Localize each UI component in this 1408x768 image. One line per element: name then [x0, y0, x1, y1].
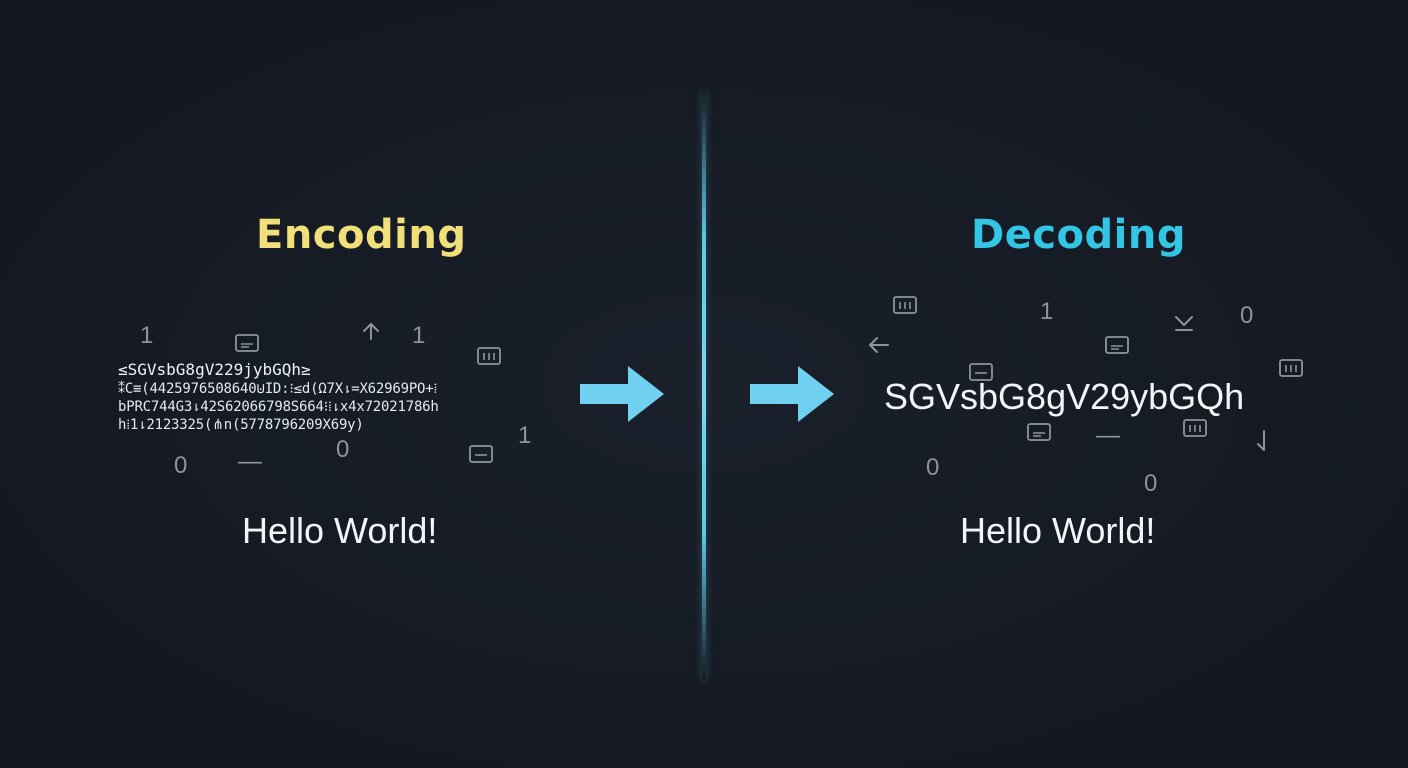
- arrow-up-icon: [363, 323, 379, 340]
- folder-icon: [969, 363, 993, 381]
- floating-dash: —: [238, 448, 262, 475]
- encoded-line: h⁞1⇂2123325(⋔n(5778796209X69y): [118, 417, 364, 433]
- arrow-left-icon: [869, 337, 889, 353]
- arrow-right-icon: [750, 366, 834, 422]
- floating-digit: 0: [1144, 470, 1158, 497]
- decoding-panel: Decoding 1 0 — 0 0 SGVsbG8gV29ybGQh He: [712, 0, 1408, 768]
- folder-icon: [1027, 423, 1051, 441]
- decoded-plaintext: Hello World!: [960, 510, 1156, 551]
- encoding-panel: Encoding 1 1 1 0 — 0 ≤SGVsbG8gV229jybGQh…: [0, 0, 700, 768]
- folder-icon: [1183, 419, 1207, 437]
- floating-digit: 1: [140, 322, 154, 349]
- floating-digit: 0: [336, 436, 350, 463]
- folder-icon: [477, 347, 501, 365]
- plaintext: Hello World!: [242, 510, 438, 551]
- floating-digit: 0: [1240, 302, 1254, 329]
- floating-digit: 0: [926, 454, 940, 481]
- folder-icon: [469, 445, 493, 463]
- floating-digit: 1: [518, 422, 532, 449]
- chevron-down-icon: [1175, 316, 1193, 331]
- encoded-line: bPRC744G3⇂42S62066798S664⁝⁞⇂x4x72021786h: [118, 399, 439, 415]
- arrow-down-icon: [1257, 430, 1265, 451]
- encoded-string: SGVsbG8gV29ybGQh: [884, 376, 1245, 417]
- folder-icon: [893, 296, 917, 314]
- floating-digit: 1: [412, 322, 426, 349]
- encoded-output: ≤SGVsbG8gV229jybGQh≥ ⁑C≡(4425976508640⊍I…: [118, 359, 548, 434]
- panel-divider: [702, 90, 706, 680]
- decoding-title: Decoding: [971, 212, 1186, 258]
- arrow-right-icon: [580, 366, 664, 422]
- encoded-line: ≤SGVsbG8gV229jybGQh≥: [118, 360, 311, 379]
- folder-icon: [1279, 359, 1303, 377]
- encoded-line: ⁑C≡(4425976508640⊍ID:⁝≤d(Ω7X⇂=X62969PO+⁞: [118, 381, 438, 397]
- floating-digit: 0: [174, 452, 188, 479]
- floating-digit: 1: [1040, 298, 1054, 325]
- floating-dash: —: [1096, 422, 1120, 449]
- folder-icon: [1105, 336, 1129, 354]
- folder-icon: [235, 334, 259, 352]
- encoding-title: Encoding: [256, 212, 467, 258]
